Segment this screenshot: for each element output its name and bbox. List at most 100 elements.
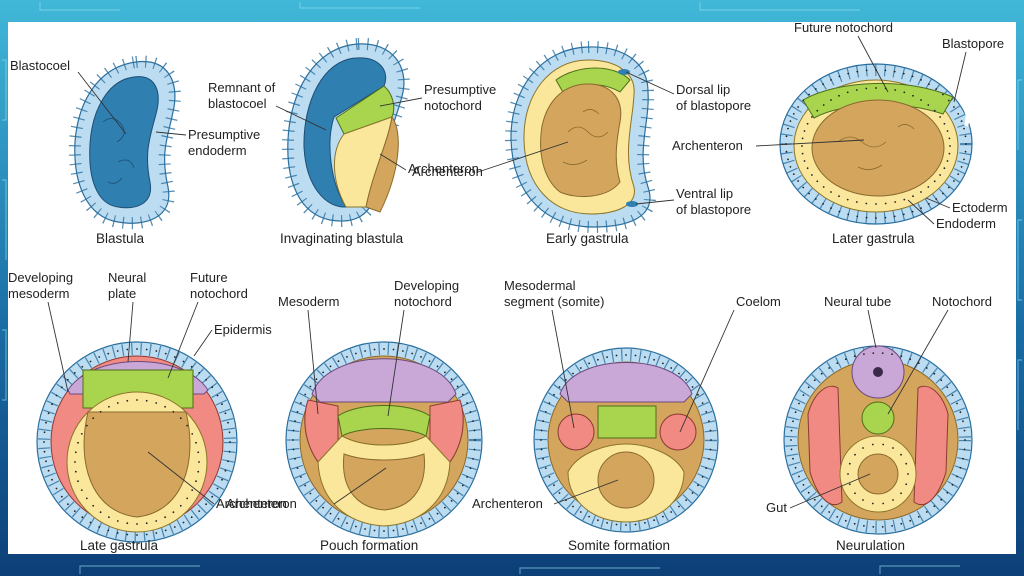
- nucleus-dot: [949, 145, 951, 147]
- nucleus-dot: [797, 106, 799, 108]
- nucleus-dot: [670, 511, 673, 513]
- nucleus-dot: [428, 360, 431, 363]
- nucleus-dot: [907, 473, 909, 475]
- nucleus-dot: [456, 385, 459, 388]
- label-ventral-lip: Ventral lip: [676, 186, 733, 201]
- nucleus-dot: [107, 352, 110, 355]
- nucleus-dot: [472, 458, 474, 460]
- nucleus-dot: [881, 526, 884, 528]
- nucleus-dot: [136, 399, 138, 401]
- nucleus-dot: [875, 217, 877, 219]
- nucleus-dot: [45, 421, 47, 424]
- somite-neural-plate: [559, 362, 693, 403]
- label-epidermis: Epidermis: [214, 322, 272, 337]
- panel-late-gastrula: Developing mesoderm Neural plate Future …: [8, 270, 287, 553]
- nucleus-dot: [900, 453, 902, 456]
- nucleus-dot: [588, 362, 590, 365]
- label-presumptive-2: Presumptive: [424, 82, 496, 97]
- nucleus-dot: [709, 448, 712, 451]
- nucleus-dot: [802, 99, 805, 102]
- nucleus-dot: [373, 348, 376, 351]
- nucleus-dot: [943, 122, 946, 125]
- nucleus-dot: [73, 510, 76, 512]
- label-of-blastopore-2: of blastopore: [676, 202, 751, 217]
- nucleus-dot: [292, 439, 294, 441]
- nucleus-dot: [126, 399, 129, 402]
- nucleus-dot: [211, 495, 214, 498]
- nucleus-dot: [816, 109, 819, 112]
- nucleus-dot: [872, 526, 875, 528]
- nucleus-dot: [108, 516, 110, 519]
- nucleus-dot: [844, 358, 847, 361]
- neurulation-mesoderm-right: [913, 385, 949, 505]
- nucleus-dot: [822, 203, 824, 205]
- nucleus-dot: [911, 210, 914, 213]
- neural-tube-lumen: [873, 367, 883, 377]
- nucleus-dot: [43, 431, 46, 434]
- label-mesodermal: Mesodermal: [504, 278, 576, 293]
- nucleus-dot: [392, 348, 395, 351]
- nucleus-dot: [790, 439, 792, 441]
- nucleus-dot: [798, 475, 800, 478]
- nucleus-dot: [785, 135, 788, 138]
- nucleus-dot: [126, 348, 129, 351]
- nucleus-dot: [155, 350, 158, 352]
- nucleus-dot: [830, 99, 832, 101]
- nucleus-dot: [294, 420, 296, 422]
- nucleus-dot: [838, 94, 840, 97]
- caption-neurulation: Neurulation: [836, 538, 905, 553]
- nucleus-dot: [329, 512, 332, 515]
- nucleus-dot: [98, 356, 101, 358]
- nucleus-dot: [957, 173, 960, 176]
- label-archenteron-pouch: Archenteron: [226, 496, 297, 511]
- nucleus-dot: [126, 533, 129, 536]
- nucleus-dot: [450, 378, 453, 380]
- nucleus-dot: [792, 173, 795, 176]
- caption-invaginating: Invaginating blastula: [280, 231, 404, 246]
- nucleus-dot: [116, 532, 119, 534]
- label-blastocoel-2: blastocoel: [208, 96, 267, 111]
- nucleus-dot: [964, 135, 967, 138]
- nucleus-dot: [920, 99, 922, 101]
- nucleus-dot: [912, 195, 914, 198]
- nucleus-dot: [948, 137, 951, 140]
- nucleus-dot: [136, 534, 138, 536]
- nucleus-dot: [900, 522, 903, 525]
- nucleus-dot: [946, 491, 949, 494]
- nucleus-dot: [337, 360, 340, 363]
- nucleus-dot: [830, 79, 832, 81]
- ventral-lip-marker: [626, 201, 638, 207]
- nucleus-dot: [444, 371, 446, 374]
- nucleus-dot: [182, 521, 185, 524]
- nucleus-dot: [846, 91, 849, 94]
- nucleus-dot: [847, 213, 850, 216]
- nucleus-dot: [801, 137, 804, 140]
- nucleus-dot: [80, 433, 83, 435]
- nucleus-dot: [865, 216, 868, 219]
- nucleus-dot: [420, 356, 422, 358]
- nucleus-dot: [927, 104, 930, 106]
- nucleus-dot: [953, 180, 955, 182]
- blastocoel-texture: [102, 118, 135, 184]
- label-neural: Neural: [108, 270, 146, 285]
- nucleus-dot: [205, 503, 208, 506]
- nucleus-dot: [909, 358, 912, 361]
- nucleus-dot: [947, 99, 950, 102]
- nucleus-dot: [959, 466, 962, 469]
- nucleus-dot: [540, 429, 543, 432]
- later-gastrula-archenteron: [811, 99, 945, 197]
- nucleus-dot: [85, 424, 88, 427]
- pouch-notochord: [337, 405, 431, 437]
- nucleus-dot: [304, 484, 307, 487]
- nucleus-dot: [854, 492, 856, 495]
- nucleus-dot: [792, 457, 794, 460]
- nucleus-dot: [685, 379, 687, 381]
- nucleus-dot: [588, 515, 590, 518]
- nucleus-dot: [436, 365, 439, 368]
- nucleus-dot: [951, 394, 954, 396]
- nucleus-dot: [195, 480, 197, 483]
- nucleus-dot: [116, 350, 119, 352]
- somite-left: [557, 413, 595, 451]
- dorsal-lip-marker: [618, 69, 630, 75]
- nucleus-dot: [558, 492, 561, 494]
